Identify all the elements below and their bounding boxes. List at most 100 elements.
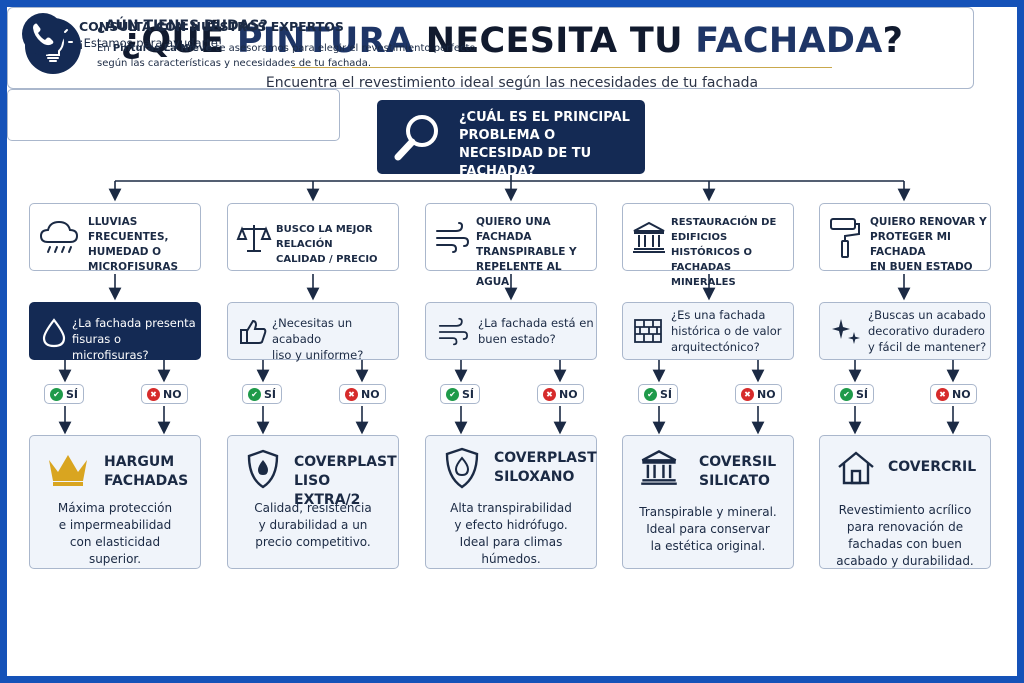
result-desc-line: Máxima protección [57, 501, 173, 515]
problem-line: LLUVIAS FRECUENTES, [88, 216, 169, 243]
check-icon: ✔ [446, 387, 459, 401]
contact-title: CONSULTA CON NUESTROS EXPERTOS [79, 19, 344, 34]
yes-pill: ✔SÍ [638, 384, 679, 404]
result-desc-line: superior. [88, 552, 142, 566]
water-drop-icon [42, 318, 66, 348]
check-icon: ✔ [840, 387, 853, 401]
question-line: y fácil de mantener? [868, 340, 987, 354]
problem-line: RESTAURACIÓN DE EDIFICIOS [671, 217, 777, 243]
result-desc-line: Ideal para climas [459, 535, 563, 549]
problem-box-price: BUSCO LA MEJOR RELACIÓN CALIDAD / PRECIO [227, 203, 399, 271]
problem-line: REPELENTE AL AGUA [476, 261, 562, 288]
problem-line: TRANSPIRABLE Y [476, 246, 577, 258]
result-desc-line: con elasticidad [69, 535, 161, 549]
problem-line: HISTÓRICOS O FACHADAS [671, 247, 753, 273]
no-pill: ✖NO [930, 384, 977, 404]
result-desc-line: Calidad, resistencia [254, 501, 372, 515]
result-box-coversil: COVERSIL SILICATO Transpirable y mineral.… [622, 435, 794, 569]
result-name: COVERCRIL [888, 459, 977, 475]
result-name: FACHADAS [104, 473, 189, 489]
cross-icon: ✖ [345, 387, 358, 401]
problem-line: CALIDAD / PRECIO [276, 254, 378, 265]
balance-scale-icon [236, 225, 272, 252]
result-desc-line: Transpirable y mineral. [639, 505, 777, 519]
magnifier-icon [394, 115, 438, 161]
wind-icon [436, 222, 470, 253]
main-question-text: ¿CUÁL ES EL PRINCIPAL PROBLEMA O NECESID… [459, 110, 630, 179]
question-box-smooth: ¿Necesitas un acabado liso y uniforme? [227, 302, 399, 362]
question-box-decorative: ¿Buscas un acabado decorativo duradero y… [819, 302, 991, 360]
question-line: decorativo duradero [868, 324, 985, 338]
doubts-title: ¿AÚN TIENES DUDAS? [97, 18, 268, 34]
shield-icon [247, 449, 279, 489]
yes-pill: ✔SÍ [834, 384, 875, 404]
result-name: SILICATO [699, 473, 770, 489]
question-line: liso y uniforme? [272, 348, 364, 362]
phone-icon [22, 13, 64, 55]
result-box-coverplast-siloxano: COVERPLAST SILOXANO Alta transpirabilidad… [425, 435, 597, 569]
result-box-coverplast-liso: COVERPLAST LISO EXTRA/2 Calidad, resisten… [227, 435, 399, 569]
cross-icon: ✖ [741, 387, 754, 401]
problem-line: QUIERO UNA FACHADA [476, 216, 551, 243]
result-desc-line: Revestimiento acrílico [838, 503, 972, 517]
result-desc-line: Ideal para conservar [646, 522, 770, 536]
check-icon: ✔ [248, 387, 261, 401]
result-name: COVERPLAST [494, 450, 597, 466]
problem-line: QUIERO RENOVAR Y [870, 216, 987, 228]
question-line: buen estado? [478, 332, 556, 346]
wind-icon [438, 317, 469, 346]
check-icon: ✔ [644, 387, 657, 401]
house-icon [838, 451, 874, 485]
cross-icon: ✖ [147, 387, 160, 401]
main-question-box: ¿CUÁL ES EL PRINCIPAL PROBLEMA O NECESID… [377, 100, 645, 179]
result-desc-line: Alta transpirabilidad [450, 501, 572, 515]
question-box-fissures: ¿La fachada presenta fisuras o microfisu… [29, 302, 201, 362]
infographic-frame: ¿QUÉ PINTURA NECESITA TU FACHADA? Encuen… [7, 7, 1017, 676]
problem-line: HUMEDAD O [88, 246, 162, 258]
problem-line: MICROFISURAS [88, 261, 179, 273]
yes-pill: ✔SÍ [440, 384, 481, 404]
contact-experts-box[interactable]: CONSULTA CON NUESTROS EXPERTOS ¡Estamos … [7, 13, 344, 141]
result-desc-line: e impermeabilidad [58, 518, 172, 532]
yes-pill: ✔SÍ [242, 384, 283, 404]
classical-building-icon [633, 221, 665, 253]
question-line: histórica o de valor [671, 324, 782, 338]
problem-line: BUSCO LA MEJOR RELACIÓN [276, 224, 373, 250]
problem-box-renew: QUIERO RENOVAR Y PROTEGER MI FACHADA EN … [819, 203, 991, 273]
problem-box-breathable: QUIERO UNA FACHADA TRANSPIRABLE Y REPELE… [425, 203, 597, 288]
result-desc-line: húmedos. [481, 552, 541, 566]
result-name: COVERPLAST [294, 454, 397, 470]
title-divider [292, 67, 832, 68]
question-line: arquitectónico? [671, 340, 760, 354]
no-pill: ✖NO [537, 384, 584, 404]
flow-connectors [58, 174, 960, 435]
result-name: LISO EXTRA/2 [294, 473, 361, 508]
cross-icon: ✖ [936, 387, 949, 401]
no-pill: ✖NO [735, 384, 782, 404]
result-desc-line: y efecto hidrófugo. [454, 518, 568, 532]
sparkles-icon [832, 319, 860, 344]
problem-box-restoration: RESTAURACIÓN DE EDIFICIOS HISTÓRICOS O F… [622, 203, 794, 288]
problem-line: EN BUEN ESTADO [870, 261, 973, 273]
paint-roller-icon [830, 218, 860, 258]
result-desc-line: y durabilidad a un [258, 518, 368, 532]
brand-name: Pinturas La Nieve [112, 43, 213, 54]
question-line: ¿Es una fachada [671, 308, 766, 322]
yes-pill: ✔SÍ [44, 384, 85, 404]
brick-wall-icon [634, 319, 662, 343]
question-box-condition: ¿La fachada está en buen estado? [425, 302, 597, 360]
shield-drop-icon [445, 447, 479, 489]
question-line: ¿La fachada presenta [72, 316, 196, 330]
result-name: SILOXANO [494, 469, 575, 485]
page-subtitle: Encuentra el revestimiento ideal según l… [265, 75, 759, 91]
result-desc-line: la estética original. [650, 539, 766, 553]
crown-icon [49, 455, 87, 486]
result-box-covercril: COVERCRIL Revestimiento acrílico para re… [819, 435, 991, 569]
result-name: COVERSIL [699, 454, 777, 470]
problem-line: MINERALES [671, 277, 736, 288]
result-desc-line: fachadas con buen [848, 537, 962, 551]
question-line: ¿La fachada está en [478, 316, 594, 330]
problem-line: PROTEGER MI FACHADA [870, 231, 951, 258]
cloud-rain-icon [39, 220, 79, 253]
